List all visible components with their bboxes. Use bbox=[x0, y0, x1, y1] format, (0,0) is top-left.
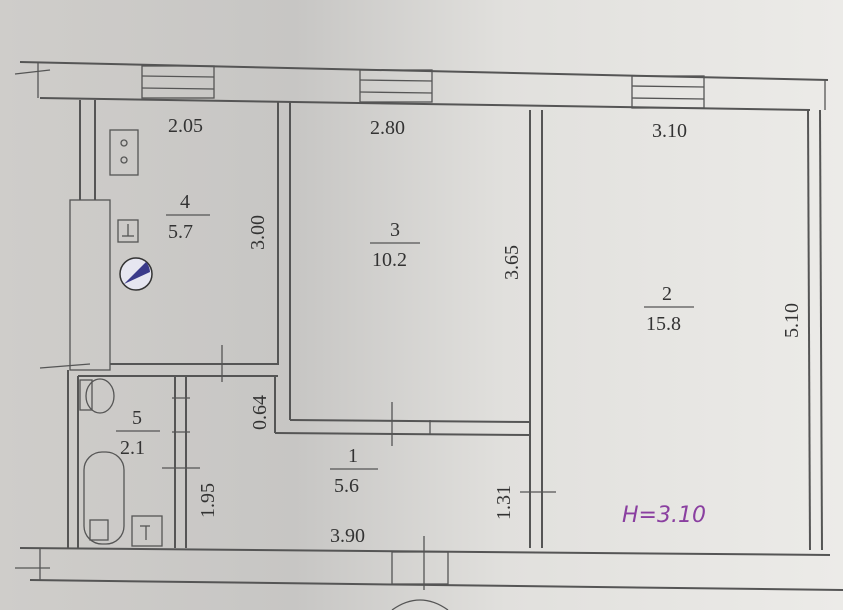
room-number: 1 bbox=[348, 445, 358, 467]
room-number: 3 bbox=[390, 219, 400, 241]
window-room-2 bbox=[631, 75, 705, 109]
washbasin-icon bbox=[131, 515, 163, 547]
toilet-icon bbox=[79, 378, 115, 414]
bottom-wall bbox=[15, 536, 843, 610]
dim-kitchen-width: 2.05 bbox=[168, 115, 203, 137]
room-area: 10.2 bbox=[372, 249, 407, 271]
dim-corridor-gap: 0.64 bbox=[249, 395, 271, 430]
dim-room2-depth: 5.10 bbox=[781, 303, 803, 338]
room-label-4: 4 5.7 bbox=[166, 191, 210, 243]
room-label-2: 2 15.8 bbox=[644, 283, 694, 335]
room-label-1: 1 5.6 bbox=[330, 445, 378, 497]
room-3-walls bbox=[274, 110, 556, 548]
room-number: 5 bbox=[132, 407, 142, 429]
room-area: 5.7 bbox=[168, 221, 193, 243]
ceiling-height-note: H=3.10 bbox=[622, 503, 706, 528]
room-label-5: 5 2.1 bbox=[116, 407, 160, 459]
room-number: 2 bbox=[662, 283, 672, 305]
room-label-3: 3 10.2 bbox=[370, 219, 420, 271]
room-area: 5.6 bbox=[334, 475, 359, 497]
window-kitchen bbox=[141, 65, 215, 99]
gas-meter-icon bbox=[119, 257, 153, 291]
window-room-3 bbox=[359, 69, 433, 103]
room-number: 4 bbox=[180, 191, 190, 213]
bathtub-icon bbox=[83, 451, 125, 545]
dim-room2-width: 3.10 bbox=[652, 120, 687, 142]
dim-hall-depth: 1.31 bbox=[493, 485, 515, 520]
room-area: 2.1 bbox=[120, 437, 145, 459]
right-wall bbox=[807, 80, 826, 551]
dim-bath-depth: 1.95 bbox=[197, 483, 219, 518]
left-wall bbox=[39, 100, 111, 548]
bathroom-walls bbox=[162, 376, 200, 548]
dim-hall-width: 3.90 bbox=[330, 525, 365, 547]
dim-kitchen-depth: 3.00 bbox=[247, 215, 269, 250]
room-area: 15.8 bbox=[646, 313, 681, 335]
dim-room3-width: 2.80 bbox=[370, 117, 405, 139]
stove-icon bbox=[109, 129, 139, 176]
kitchen-walls bbox=[78, 102, 291, 420]
sink-icon bbox=[117, 219, 139, 243]
dim-room3-depth: 3.65 bbox=[501, 245, 523, 280]
